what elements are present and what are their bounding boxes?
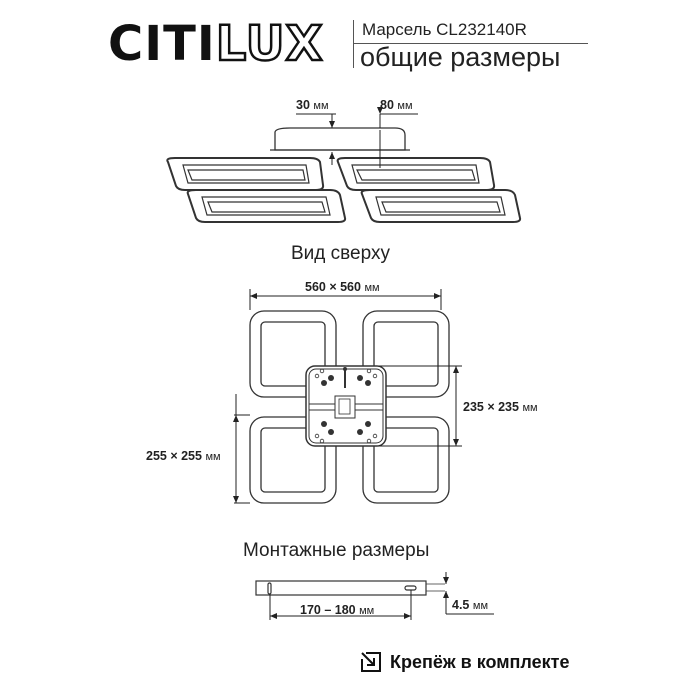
model-name: Марсель CL232140R bbox=[362, 20, 527, 39]
mounting-title: Монтажные размеры bbox=[243, 540, 430, 561]
dim-overall-label: 560 × 560 мм bbox=[305, 280, 380, 294]
brand-logo-outline: LUX bbox=[214, 15, 324, 74]
header-vertical-divider bbox=[353, 20, 354, 68]
dim-base-label: 235 × 235 мм bbox=[463, 400, 538, 414]
dim-shade-label: 255 × 255 мм bbox=[146, 449, 221, 463]
arrow-into-box-icon bbox=[360, 651, 382, 673]
dim-unit: мм bbox=[205, 451, 221, 463]
top-view-drawing bbox=[249, 310, 450, 504]
brand-logo: CITILUX bbox=[108, 14, 324, 74]
dim-unit: мм bbox=[364, 282, 380, 294]
header-horizontal-divider bbox=[353, 43, 588, 44]
dim-value: 30 bbox=[296, 98, 310, 112]
dim-unit: мм bbox=[313, 100, 329, 112]
dim-value: 560 × 560 bbox=[305, 280, 361, 294]
dim-unit: мм bbox=[397, 100, 413, 112]
side-view-dimensions bbox=[296, 107, 418, 168]
dim-spacing-label: 170 – 180 мм bbox=[300, 603, 374, 617]
mounting-dimensions bbox=[269, 572, 494, 620]
dim-unit: мм bbox=[359, 605, 375, 617]
brand-logo-solid: CITI bbox=[108, 16, 216, 72]
top-view-dimensions bbox=[233, 289, 462, 504]
dim-height-min-label: 30 мм bbox=[296, 98, 329, 112]
mounting-bar-drawing bbox=[255, 580, 445, 596]
top-view-title: Вид сверху bbox=[291, 243, 390, 264]
dim-height-max-label: 80 мм bbox=[380, 98, 413, 112]
dim-unit: мм bbox=[522, 402, 538, 414]
dim-unit: мм bbox=[472, 600, 488, 612]
dim-value: 4.5 bbox=[452, 598, 470, 612]
page-title: общие размеры bbox=[360, 42, 561, 72]
dim-thickness-label: 4.5 мм bbox=[452, 598, 488, 612]
dim-value: 235 × 235 bbox=[463, 400, 519, 414]
dim-value: 255 × 255 bbox=[146, 449, 202, 463]
dim-value: 80 bbox=[380, 98, 394, 112]
dim-value: 170 – 180 bbox=[300, 603, 356, 617]
side-view-drawing bbox=[166, 127, 522, 223]
fastener-label: Крепёж в комплекте bbox=[390, 651, 570, 672]
fastener-note: Крепёж в комплекте bbox=[360, 651, 569, 673]
